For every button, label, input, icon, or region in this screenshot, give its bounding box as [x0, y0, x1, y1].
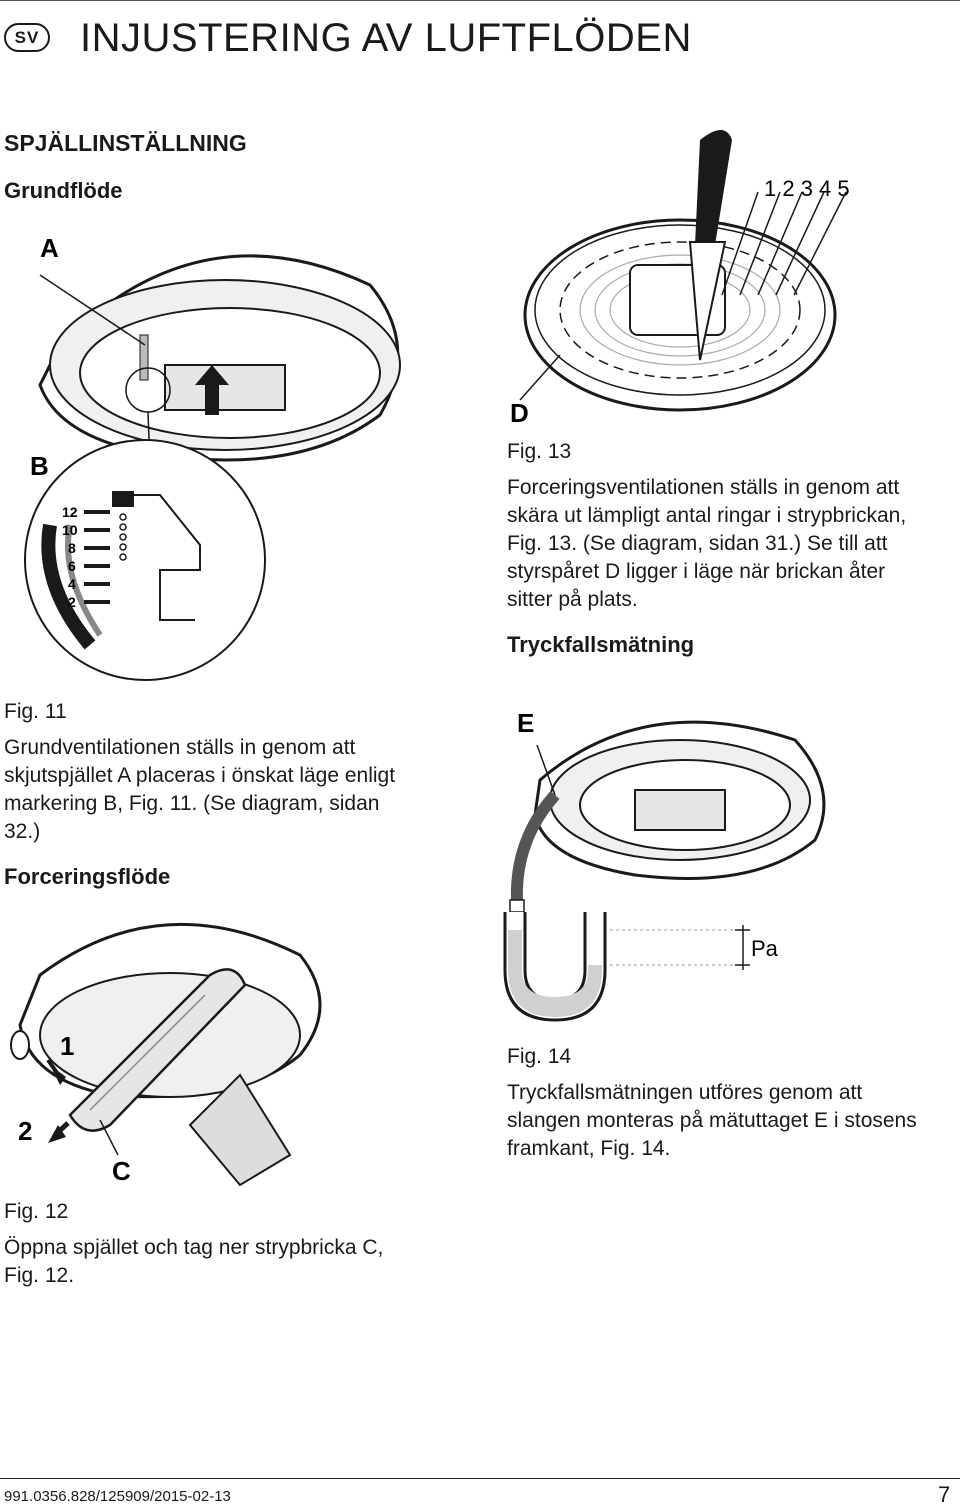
callout-c: C: [112, 1156, 131, 1186]
fig13-text-3: Fig. 13. (Se diagram, sidan 31.) Se till…: [507, 532, 888, 555]
fig13-illustration: 1 2 3 4 5 D: [510, 130, 850, 428]
footer-rule: [0, 1478, 960, 1479]
callout-e: E: [517, 708, 534, 738]
tryckfall-heading: Tryckfallsmätning: [507, 632, 695, 657]
fig11-text-2: skjutspjället A placeras i önskat läge e…: [4, 764, 396, 787]
callout-b: B: [30, 451, 49, 481]
document-code: 991.0356.828/125909/2015-02-13: [4, 1488, 231, 1505]
scale-4: 4: [68, 576, 76, 592]
scale-8: 8: [68, 540, 76, 556]
fig13-text-5: sitter på plats.: [507, 588, 638, 611]
scale-10: 10: [62, 522, 78, 538]
scale-6: 6: [68, 558, 76, 574]
fig14-text-1: Tryckfallsmätningen utföres genom att: [507, 1081, 863, 1104]
fig12-text-1: Öppna spjället och tag ner strypbricka C…: [4, 1236, 384, 1259]
fig11-text-3: markering B, Fig. 11. (Se diagram, sidan: [4, 792, 380, 815]
fig13-text-2: skära ut lämpligt antal ringar i strypbr…: [507, 504, 907, 527]
top-rule: [0, 0, 960, 1]
callout-step2: 2: [18, 1116, 32, 1146]
fig13-label: Fig. 13: [507, 440, 572, 463]
fig13-text-1: Forceringsventilationen ställs in genom …: [507, 476, 900, 499]
fig12-text-2: Fig. 12.: [4, 1264, 75, 1287]
forceringsflode-heading: Forceringsflöde: [4, 864, 171, 889]
callout-step1: 1: [60, 1031, 74, 1061]
fig12-label: Fig. 12: [4, 1200, 69, 1223]
fig13-text-4: styrspåret D ligger i läge när brickan å…: [507, 560, 886, 583]
fig14-text-2: slangen monteras på mätuttaget E i stose…: [507, 1109, 917, 1132]
fig14-illustration: E Pa: [503, 708, 826, 1022]
section-heading: SPJÄLLINSTÄLLNING: [4, 130, 247, 156]
callout-pa: Pa: [751, 936, 779, 961]
fig11-label: Fig. 11: [4, 700, 67, 723]
page-number: 7: [938, 1482, 951, 1507]
fig14-label: Fig. 14: [507, 1045, 572, 1068]
fig11-illustration: A B 12 10 8 6 4 2: [24, 233, 401, 681]
page-title: INJUSTERING AV LUFTFLÖDEN: [80, 16, 692, 60]
callout-rings: 1 2 3 4 5: [764, 176, 850, 201]
scale-12: 12: [62, 504, 78, 520]
scale-2: 2: [68, 594, 76, 610]
callout-d: D: [510, 398, 529, 428]
language-badge: SV: [4, 23, 50, 52]
grundflode-heading: Grundflöde: [4, 178, 123, 203]
fig12-illustration: 1 2 C: [10, 922, 322, 1187]
fig11-text-4: 32.): [4, 820, 41, 843]
fig14-text-3: framkant, Fig. 14.: [507, 1137, 671, 1160]
callout-a: A: [40, 233, 59, 263]
fig11-text-1: Grundventilationen ställs in genom att: [4, 736, 356, 759]
